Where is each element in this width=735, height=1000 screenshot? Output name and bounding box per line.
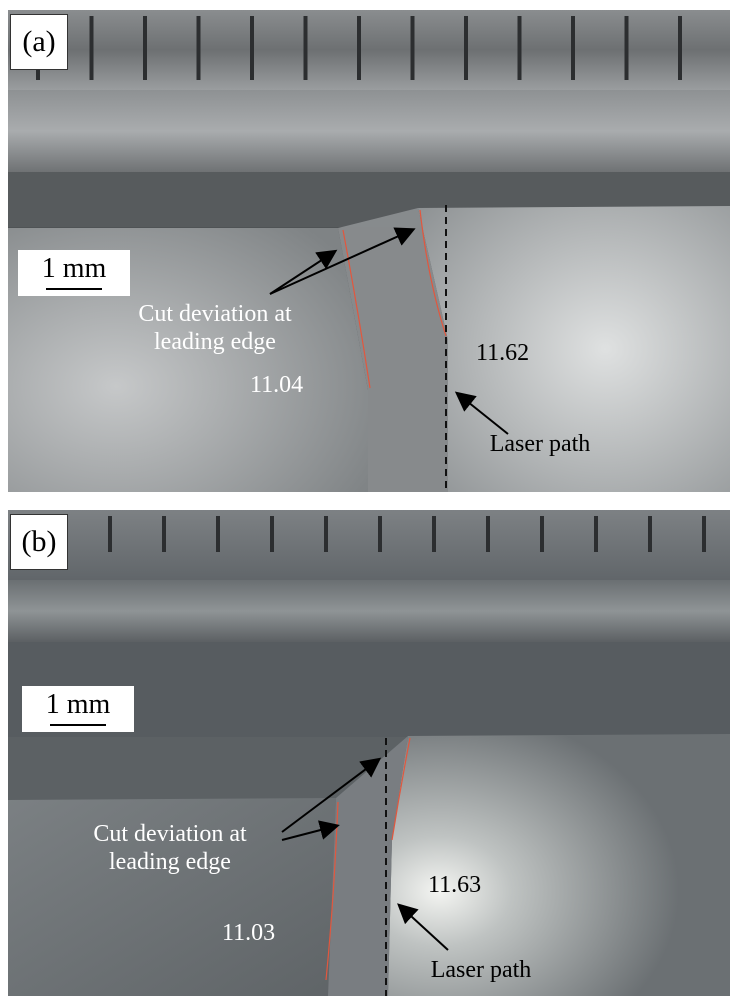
photo-panel-a: (a) 1 mm Cut deviation at leading edge 1…	[8, 10, 730, 492]
ruler-tick	[678, 16, 682, 80]
ruler-tick	[464, 16, 468, 80]
ruler-ticks-b	[108, 516, 706, 552]
annotation-line2-a: leading edge	[154, 329, 276, 355]
left-measurement-b: 11.03	[222, 920, 276, 946]
specimen-photo-b	[8, 510, 730, 996]
photo-panel-b: (b) 1 mm Cut deviation at leading edge 1…	[8, 510, 730, 996]
laser-path-label-a: Laser path	[489, 431, 591, 457]
cut-deviation-label-b: Cut deviation at leading edge	[60, 820, 280, 876]
ruler-tick	[357, 16, 361, 80]
annotation-line2-b: leading edge	[109, 849, 231, 875]
scale-bar-line-a	[46, 288, 102, 290]
laser-path-label-b: Laser path	[430, 957, 532, 983]
ruler-tick	[324, 516, 328, 552]
scale-label-a: 1 mm	[41, 253, 107, 284]
ruler-tick	[196, 16, 201, 80]
ruler-tick	[540, 516, 544, 552]
scale-bar-a: 1 mm	[18, 250, 130, 296]
ruler-tick	[89, 16, 94, 80]
ruler-tick	[432, 516, 436, 552]
ruler-tick	[216, 516, 220, 552]
ruler-tick	[517, 16, 522, 80]
scale-bar-line-b	[50, 724, 106, 726]
ruler-tick	[303, 16, 308, 80]
annotation-line1-a: Cut deviation at	[138, 301, 292, 327]
scale-bar-b: 1 mm	[22, 686, 134, 732]
ruler-tick	[594, 516, 598, 552]
right-measurement-b: 11.63	[428, 872, 482, 898]
ruler-tick	[624, 16, 629, 80]
panel-tag-b: (b)	[10, 514, 68, 570]
ruler-tick	[702, 516, 706, 552]
ruler-tick	[270, 516, 274, 552]
cut-deviation-label-a: Cut deviation at leading edge	[100, 300, 330, 356]
right-measurement-a: 11.62	[476, 340, 530, 366]
ruler-tick	[108, 516, 112, 552]
specimen-photo-a	[8, 10, 730, 492]
left-measurement-a: 11.04	[250, 372, 304, 398]
scale-label-b: 1 mm	[45, 689, 111, 720]
ruler-tick	[410, 16, 415, 80]
panel-tag-a: (a)	[10, 14, 68, 70]
ruler-tick	[250, 16, 254, 80]
ruler-tick	[571, 16, 575, 80]
ruler-tick	[378, 516, 382, 552]
ruler-tick	[648, 516, 652, 552]
ruler-tick	[143, 16, 147, 80]
annotation-line1-b: Cut deviation at	[93, 821, 247, 847]
ruler-tick	[162, 516, 166, 552]
ruler-tick	[486, 516, 490, 552]
